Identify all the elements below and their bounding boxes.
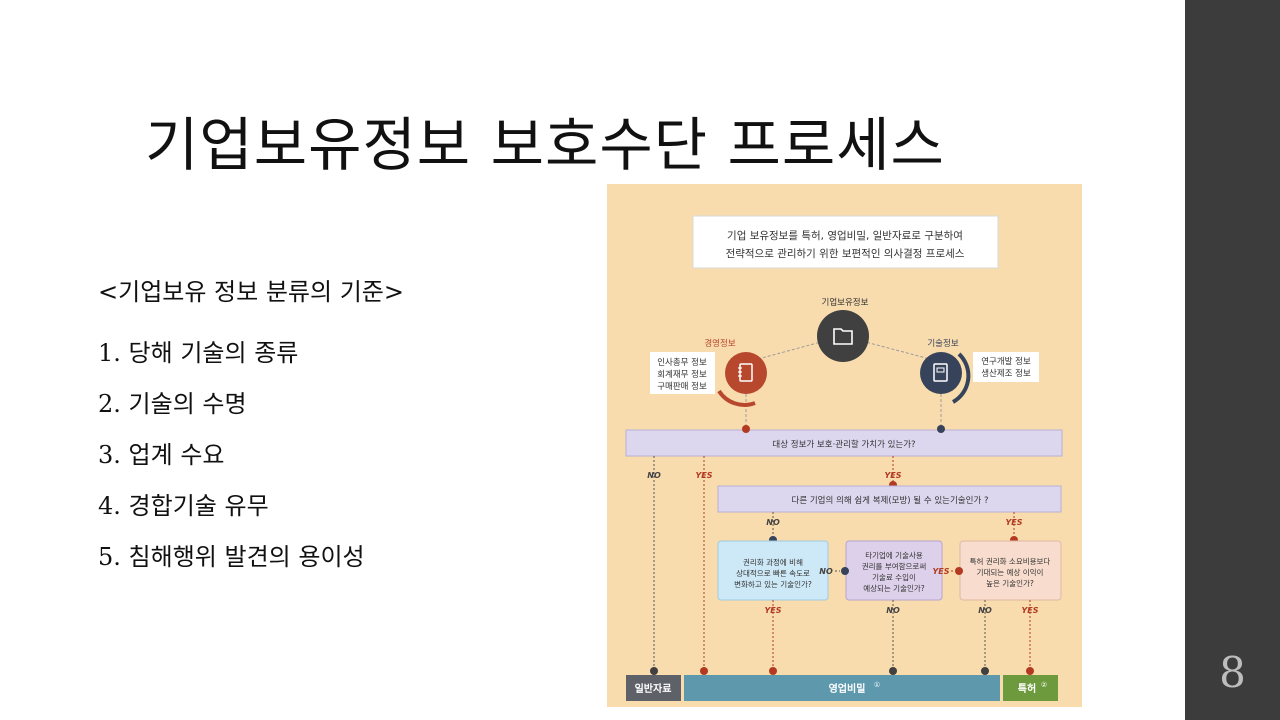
- left-node-item: 인사총무 정보: [657, 357, 707, 368]
- label-no: NO: [819, 567, 833, 576]
- criteria-number: 1.: [98, 339, 121, 367]
- criteria-heading: <기업보유 정보 분류의 기준>: [98, 278, 404, 306]
- arrow-dot: [981, 667, 989, 675]
- right-node-arc: [951, 352, 971, 404]
- left-node-arc: [717, 389, 756, 407]
- arrow-dot: [769, 667, 777, 675]
- outcome-patent: [1003, 675, 1058, 701]
- question-2-box: [717, 485, 1062, 513]
- outcome-general: [626, 675, 681, 701]
- decision-box-2-line: 기술료 수입이: [872, 572, 916, 582]
- slide: 기업보유정보 보호수단 프로세스 <기업보유 정보 분류의 기준> 1. 당해 …: [98, 111, 1082, 707]
- right-node-label: 기술정보: [927, 338, 958, 349]
- intro-box: [692, 215, 999, 269]
- side-bar: [1185, 0, 1280, 720]
- outcome-general-label: 일반자료: [635, 682, 672, 695]
- label-yes: YES: [1021, 606, 1038, 615]
- outcome-patent-label: 특허: [1018, 682, 1036, 695]
- label-yes: YES: [764, 606, 781, 615]
- decision-box-1-line: 상대적으로 빠른 속도로: [736, 568, 810, 578]
- arrow-dot: [889, 667, 897, 675]
- question-1-text: 대상 정보가 보호·관리할 가치가 있는가?: [772, 439, 915, 450]
- right-node: [920, 352, 962, 394]
- decision-box-1-line: 변화하고 있는 기술인가?: [734, 579, 812, 589]
- arrow-dot: [1026, 667, 1034, 675]
- criteria-item: 1. 당해 기술의 종류: [98, 333, 365, 384]
- criteria-number: 5.: [98, 543, 121, 571]
- arrow-dot: [650, 667, 658, 675]
- label-yes: YES: [695, 471, 712, 480]
- notebook-icon: [738, 363, 753, 382]
- label-no: NO: [978, 606, 992, 615]
- label-yes: YES: [884, 471, 901, 480]
- left-node-item: 회계재무 정보: [657, 369, 707, 380]
- decision-box-3-line: 높은 기술인가?: [986, 578, 1034, 588]
- arrow-dot: [955, 567, 963, 575]
- criteria-list: 1. 당해 기술의 종류 2. 기술의 수명 3. 업계 수요 4. 경합기술 …: [98, 333, 365, 588]
- root-node: [817, 310, 869, 362]
- criteria-text: 경합기술 유무: [128, 492, 269, 520]
- label-no: NO: [647, 471, 661, 480]
- right-node-item: 생산제조 정보: [981, 368, 1031, 379]
- intro-line-1: 기업 보유정보를 특허, 영업비밀, 일반자료로 구분하여: [727, 229, 963, 242]
- root-node-label: 기업보유정보: [822, 297, 869, 308]
- label-yes: YES: [932, 567, 949, 576]
- criteria-number: 4.: [98, 492, 121, 520]
- outcome-trade-secret-mark: ①: [874, 681, 880, 689]
- decision-box-2-line: 타기업에 기술사용: [865, 551, 923, 560]
- criteria-text: 업계 수요: [128, 441, 225, 469]
- decision-box-2-line: 권리를 부여함으로써: [862, 561, 927, 571]
- slide-title: 기업보유정보 보호수단 프로세스: [145, 111, 945, 179]
- criteria-number: 2.: [98, 390, 121, 418]
- left-node-items-box: [650, 352, 715, 394]
- right-node-item: 연구개발 정보: [981, 356, 1031, 367]
- criteria-item: 5. 침해행위 발견의 용이성: [98, 537, 365, 588]
- process-diagram: 기업 보유정보를 특허, 영업비밀, 일반자료로 구분하여 전략적으로 관리하기…: [607, 184, 1082, 707]
- arrow-dot: [937, 425, 945, 433]
- decision-box-3-line: 특허 권리화 소요비용보다: [970, 557, 1051, 566]
- decision-box-2-line: 예상되는 기술인가?: [863, 583, 925, 593]
- decision-box-3-line: 기대되는 예상 이익이: [977, 567, 1044, 577]
- criteria-item: 3. 업계 수요: [98, 435, 365, 486]
- question-1-box: [625, 429, 1063, 457]
- page-number: 8: [1219, 648, 1246, 697]
- left-node-label: 경영정보: [704, 338, 735, 349]
- left-node: [725, 352, 767, 394]
- arrow-dot: [841, 567, 849, 575]
- label-yes: YES: [1005, 518, 1022, 527]
- criteria-number: 3.: [98, 441, 121, 469]
- decision-box-1-line: 권리화 과정에 비해: [743, 557, 803, 567]
- outcome-patent-mark: ②: [1041, 681, 1047, 689]
- arrow-dot: [700, 667, 708, 675]
- right-node-items-box: [973, 352, 1039, 382]
- label-no: NO: [886, 606, 900, 615]
- process-diagram-svg: 기업 보유정보를 특허, 영업비밀, 일반자료로 구분하여 전략적으로 관리하기…: [625, 215, 1063, 701]
- folder-icon: [833, 328, 853, 345]
- criteria-item: 4. 경합기술 유무: [98, 486, 365, 537]
- outcome-trade-secret-label: 영업비밀: [829, 682, 866, 695]
- intro-line-2: 전략적으로 관리하기 위한 보편적인 의사결정 프로세스: [726, 247, 965, 260]
- criteria-item: 2. 기술의 수명: [98, 384, 365, 435]
- question-2-text: 다른 기업의 의해 쉽게 복제(모방) 될 수 있는기술인가 ?: [792, 495, 989, 506]
- criteria-text: 당해 기술의 종류: [128, 339, 299, 367]
- arrow-dot: [742, 425, 750, 433]
- left-node-item: 구매판매 정보: [657, 381, 707, 392]
- document-icon: [933, 363, 948, 382]
- criteria-text: 침해행위 발견의 용이성: [128, 543, 365, 571]
- criteria-text: 기술의 수명: [128, 390, 247, 418]
- outcome-trade-secret: [684, 675, 1000, 701]
- label-no: NO: [766, 518, 780, 527]
